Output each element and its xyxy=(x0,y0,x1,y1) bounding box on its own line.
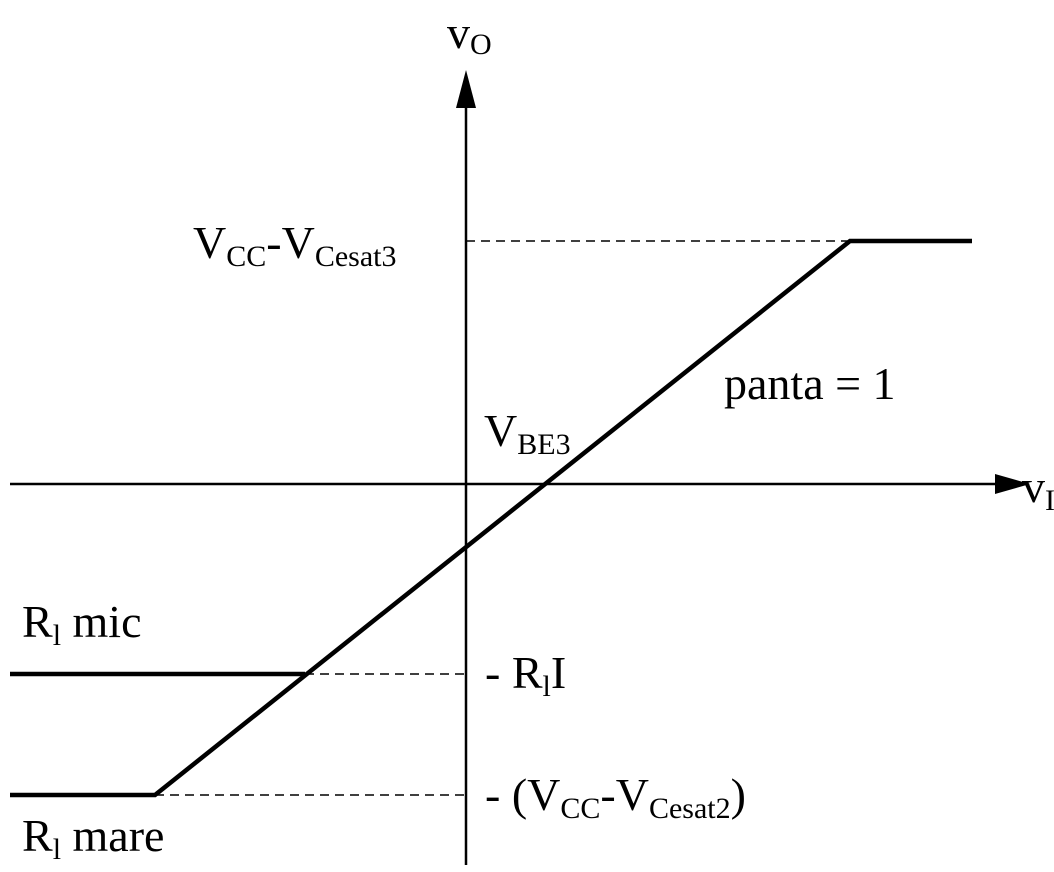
rl-large-main: R xyxy=(22,810,53,861)
mid-level-sub: l xyxy=(543,670,551,703)
mid-level-rest: I xyxy=(551,647,566,698)
offset-label-sub: BE3 xyxy=(517,428,570,461)
lower-saturation-label: - (VCC-VCesat2) xyxy=(485,769,746,825)
upper-saturation-label: VCC-VCesat3 xyxy=(193,217,396,273)
mid-level-prefix: - R xyxy=(485,647,543,698)
x-axis-arrowhead xyxy=(995,474,1030,494)
x-axis-label-main: v xyxy=(1022,461,1045,512)
rl-large-rest: mare xyxy=(61,810,164,861)
upper-sat-v2: V xyxy=(282,217,315,268)
rl-small-sub: l xyxy=(53,619,61,652)
rl-large-label: Rl mare xyxy=(22,810,164,866)
upper-sat-sub2: Cesat3 xyxy=(315,240,397,273)
y-axis-label-main: v xyxy=(447,7,470,58)
lower-sat-dash: -V xyxy=(600,769,649,820)
offset-label: VBE3 xyxy=(484,405,571,461)
x-axis-label: vI xyxy=(1022,461,1054,517)
rl-small-rest: mic xyxy=(61,596,141,647)
upper-sat-v1: V xyxy=(193,217,226,268)
lower-sat-sub2: Cesat2 xyxy=(649,792,731,825)
rl-large-sub: l xyxy=(53,833,61,866)
rl-small-label: Rl mic xyxy=(22,596,142,652)
upper-sat-dash: - xyxy=(266,217,281,268)
lower-sat-suffix: ) xyxy=(731,769,746,820)
lower-sat-prefix: - (V xyxy=(485,769,560,820)
offset-label-main: V xyxy=(484,405,517,456)
y-axis-label-sub: O xyxy=(470,28,492,61)
y-axis-arrowhead xyxy=(456,70,476,108)
y-axis-label: vO xyxy=(447,7,492,61)
rl-small-main: R xyxy=(22,596,53,647)
lower-sat-sub1: CC xyxy=(560,792,600,825)
upper-sat-sub1: CC xyxy=(226,240,266,273)
slope-label: panta = 1 xyxy=(724,358,896,409)
transfer-curve-rl-large xyxy=(10,238,972,798)
mid-level-label: - RlI xyxy=(485,647,566,703)
x-axis-label-sub: I xyxy=(1045,484,1054,517)
